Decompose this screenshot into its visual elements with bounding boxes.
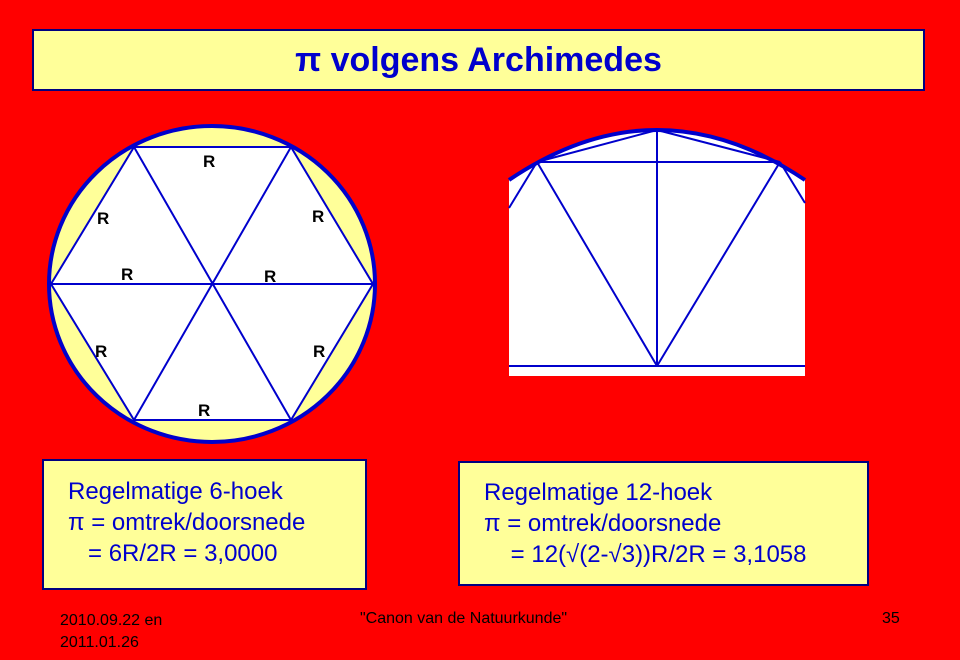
side-label: R — [95, 342, 107, 361]
side-label: R — [312, 207, 324, 226]
hexagon-info-box: Regelmatige 6-hoek π = omtrek/doorsnede … — [42, 459, 367, 590]
left-edge-line — [508, 161, 538, 209]
info-line: π = omtrek/doorsnede — [68, 509, 306, 536]
footer-date: 2010.09.22 en 2011.01.26 — [60, 610, 220, 654]
page-number: 35 — [882, 610, 900, 627]
info-line: π = omtrek/doorsnede — [484, 510, 722, 537]
slide-title: π volgens Archimedes — [295, 40, 662, 79]
footer-date-line: 2011.01.26 — [60, 634, 139, 651]
hexagon-diagonal-3 — [133, 146, 292, 421]
right-edge-line — [779, 161, 806, 204]
side-label: R — [97, 209, 109, 228]
info-line: Regelmatige 6-hoek — [68, 478, 283, 505]
hexagon-figure: R R R R R R R R — [47, 124, 377, 444]
dodecagon-figure — [507, 128, 807, 376]
side-label: R — [198, 401, 210, 420]
dodecagon-info-box: Regelmatige 12-hoek π = omtrek/doorsnede… — [458, 461, 869, 586]
info-line: = 6R/2R = 3,0000 — [68, 540, 278, 567]
radius-left — [536, 161, 658, 367]
footer-title: "Canon van de Natuurkunde" — [360, 610, 568, 627]
radius-right — [656, 161, 781, 367]
footer-date-line: 2010.09.22 en — [60, 612, 163, 629]
dodecagon-side-left — [536, 129, 658, 163]
side-label: R — [264, 267, 276, 286]
side-label: R — [203, 152, 215, 171]
info-line: = 12(√(2-√3))R/2R = 3,1058 — [484, 541, 807, 568]
info-line: Regelmatige 12-hoek — [484, 479, 713, 506]
side-label: R — [313, 342, 325, 361]
dodecagon-side-right — [656, 129, 781, 163]
title-box: π volgens Archimedes — [32, 29, 925, 91]
side-label: R — [121, 265, 133, 284]
